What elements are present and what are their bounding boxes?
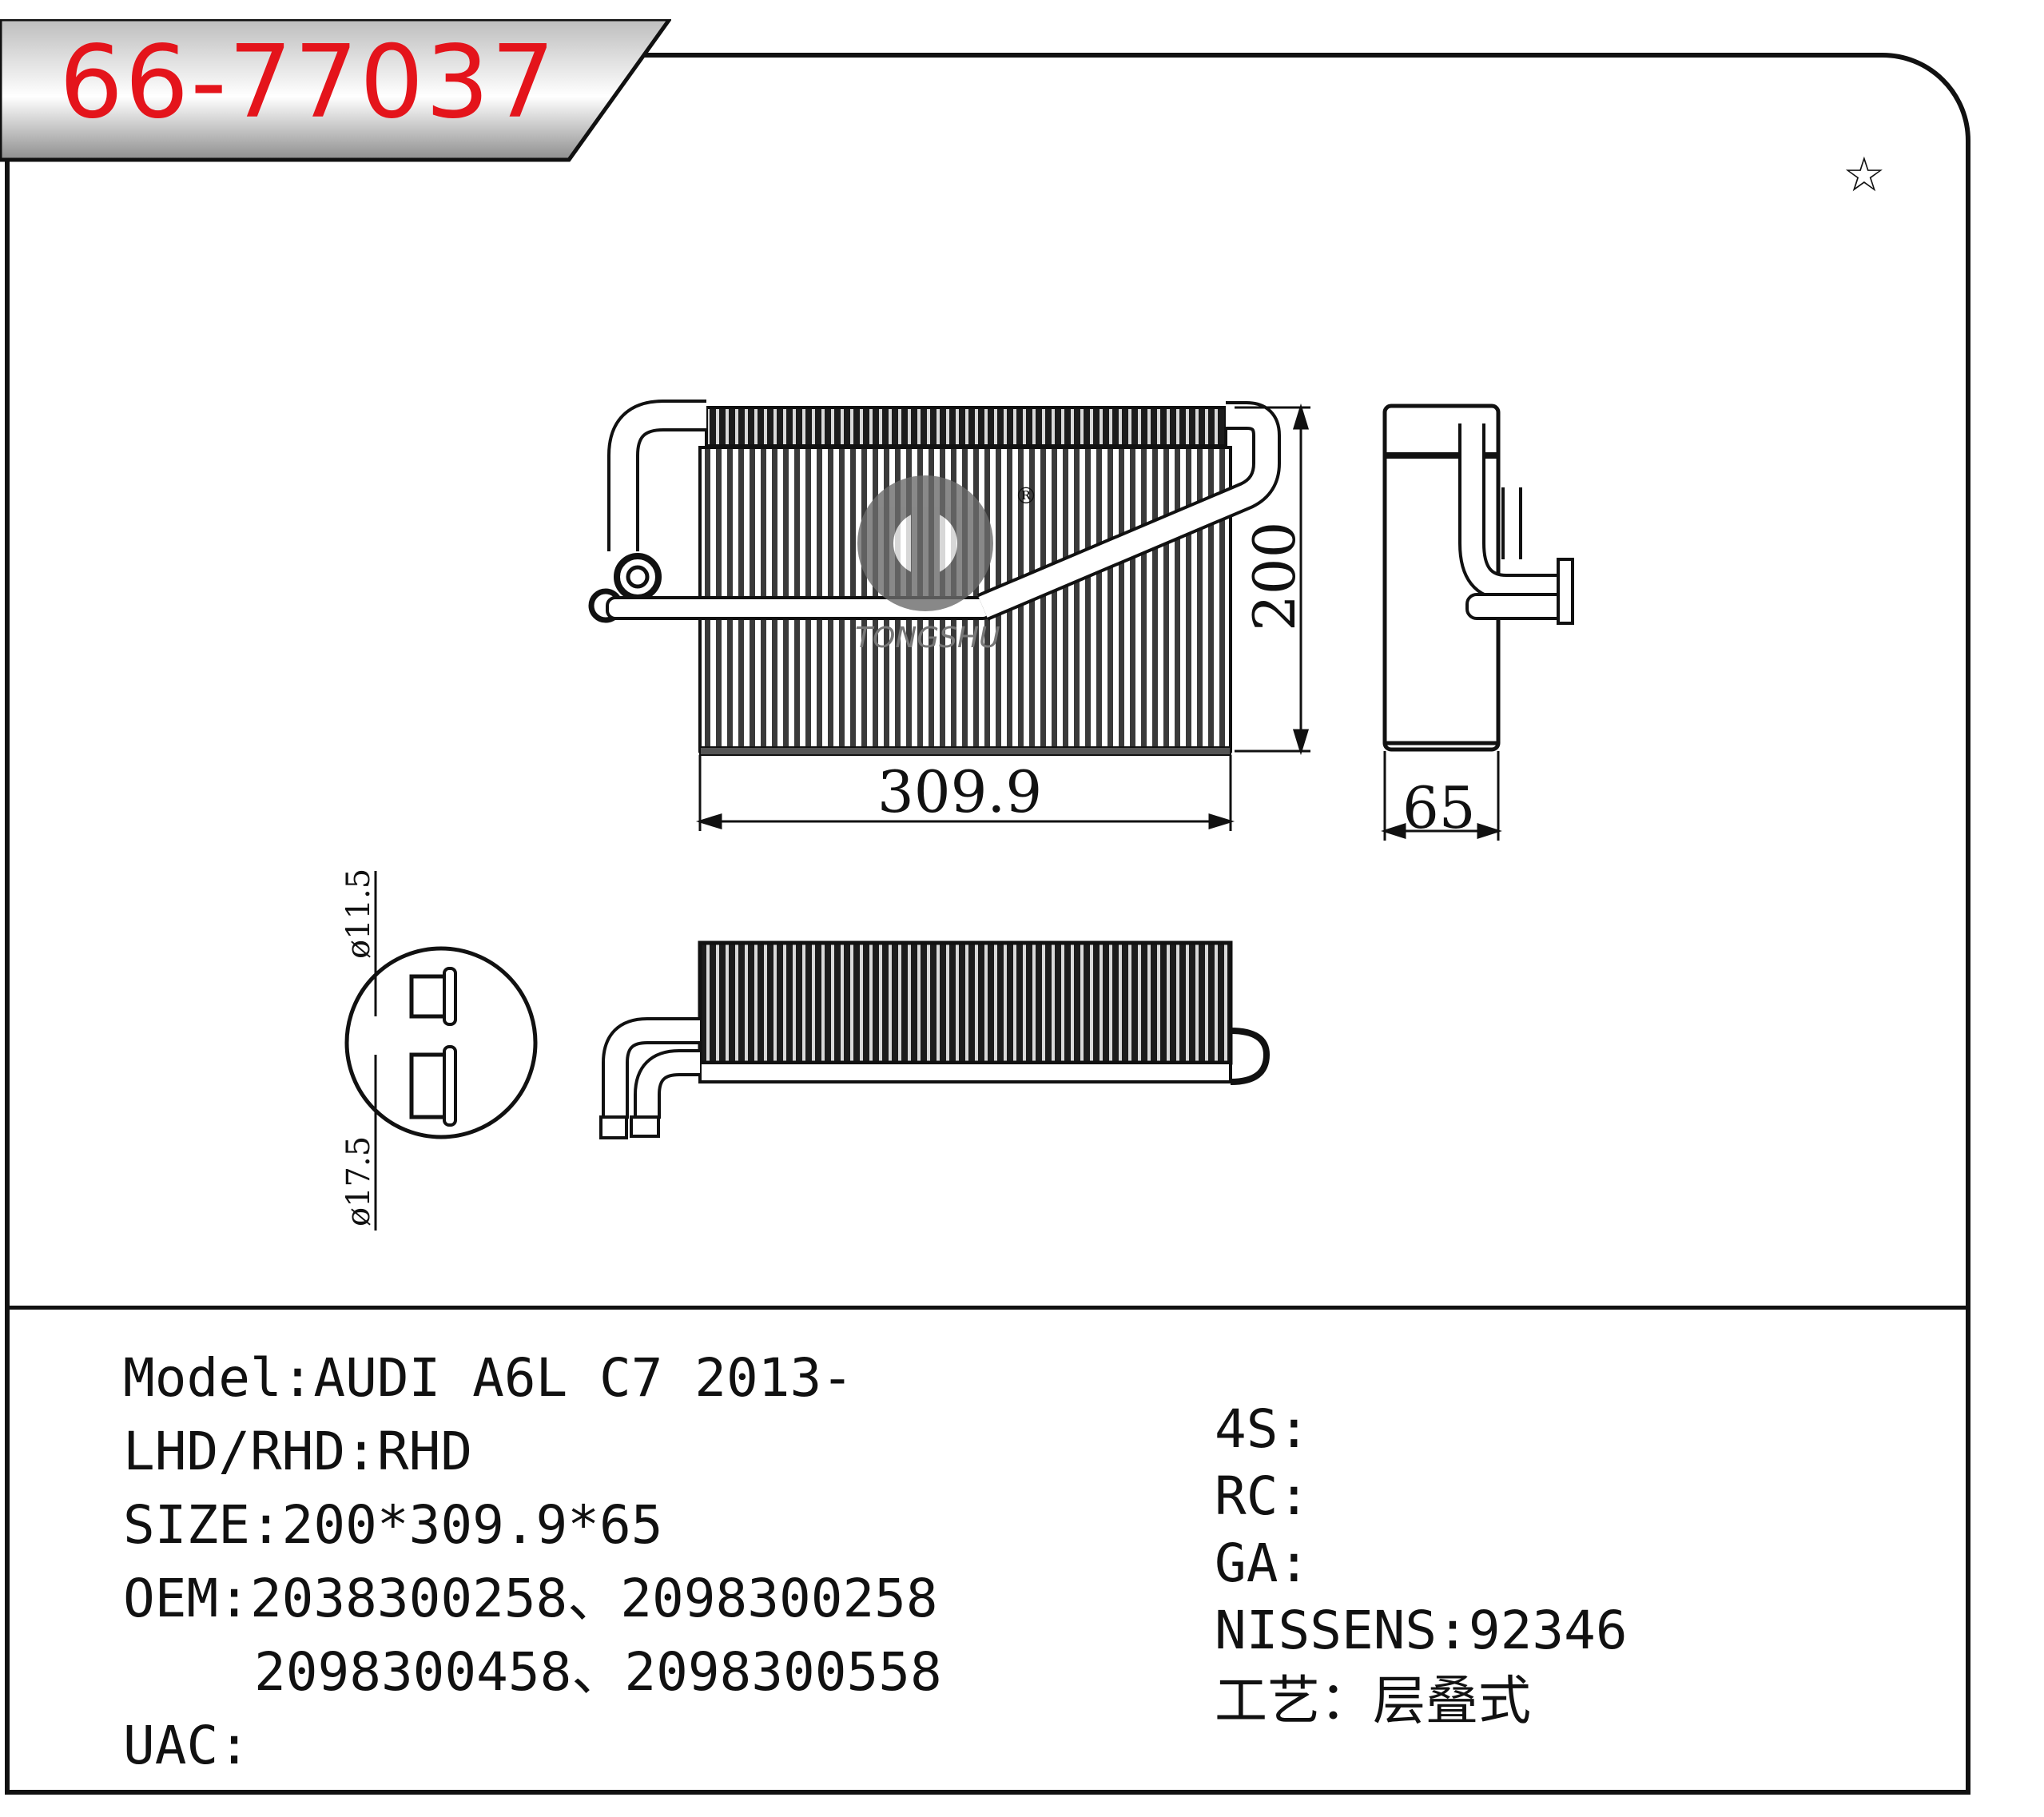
- depth-dimension: [1381, 751, 1502, 841]
- top-view: [599, 940, 1271, 1139]
- drive-line: LHD/RHD:RHD: [123, 1421, 473, 1482]
- logo-text: TONGSHU: [855, 622, 1000, 654]
- 4s-line: 4S:: [1215, 1398, 1310, 1460]
- star-icon: ☆: [1843, 147, 1886, 203]
- evaporator-drawing: ® TONGSHU 200 309.9 65: [340, 400, 1574, 1231]
- oem-line-1: OEM:2038300258、2098300258: [123, 1568, 938, 1629]
- width-label: 309.9: [877, 758, 1042, 825]
- pipe-small-label: ø11.5: [340, 869, 377, 959]
- uac-line: UAC:: [123, 1715, 250, 1776]
- rc-line: RC:: [1215, 1465, 1310, 1527]
- height-label: 200: [1241, 522, 1308, 631]
- process-line: 工艺：层叠式: [1215, 1670, 1531, 1732]
- width-dimension: [695, 755, 1235, 831]
- ga-line: GA:: [1215, 1533, 1310, 1594]
- nissens-line: NISSENS:92346: [1215, 1600, 1628, 1661]
- title-tab: [0, 19, 671, 162]
- drawing-frame: [5, 53, 1970, 1795]
- side-view: [1382, 404, 1574, 752]
- tongshu-logo: [857, 475, 993, 611]
- oem-line-2: 2098300458、2098300558: [254, 1641, 942, 1703]
- height-dimension: [1235, 403, 1310, 756]
- registered-mark: ®: [1015, 483, 1037, 509]
- model-line: Model:AUDI A6L C7 2013-: [123, 1347, 853, 1409]
- part-number: 66-77037: [59, 23, 557, 141]
- size-line: SIZE:200*309.9*65: [123, 1494, 663, 1556]
- pipe-large-label: ø17.5: [340, 1136, 377, 1227]
- depth-label: 65: [1402, 774, 1476, 841]
- section-divider: [5, 1306, 1970, 1310]
- connector-detail: [344, 871, 538, 1231]
- front-view: [588, 400, 1281, 756]
